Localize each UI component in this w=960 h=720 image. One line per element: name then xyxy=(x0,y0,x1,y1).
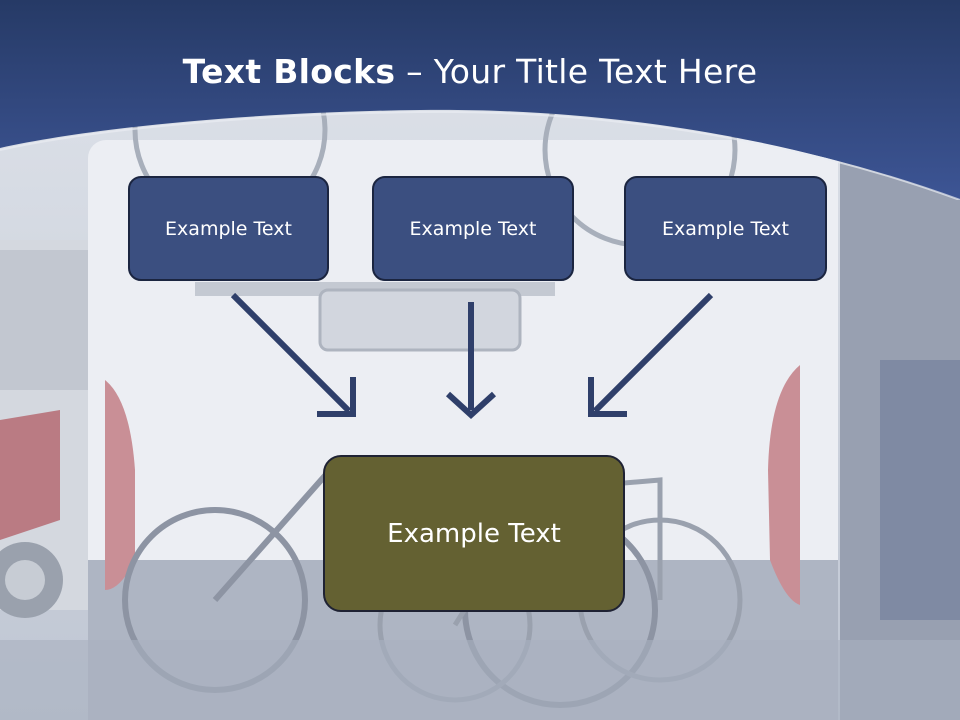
arrow-down-right-icon xyxy=(230,292,356,417)
text-block-middle[interactable]: Example Text xyxy=(372,176,574,281)
header-banner xyxy=(0,0,960,200)
text-block-right-label: Example Text xyxy=(662,217,789,240)
text-block-left[interactable]: Example Text xyxy=(128,176,329,281)
title-rest-part: – Your Title Text Here xyxy=(395,52,758,91)
text-block-middle-label: Example Text xyxy=(409,217,537,240)
arrow-down-left-icon xyxy=(588,292,714,417)
title-bold-part: Text Blocks xyxy=(182,52,396,91)
text-block-center[interactable]: Example Text xyxy=(323,455,625,612)
text-block-right[interactable]: Example Text xyxy=(624,176,827,281)
slide-title: Text Blocks – Your Title Text Here xyxy=(0,52,940,91)
arrow-down-icon xyxy=(445,302,497,420)
text-block-left-label: Example Text xyxy=(165,217,292,240)
text-block-center-label: Example Text xyxy=(387,518,561,549)
